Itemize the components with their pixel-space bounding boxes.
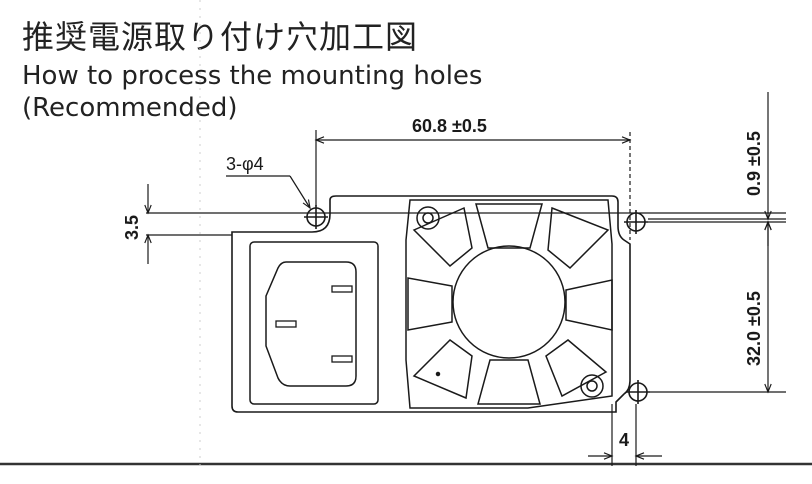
fan-guard: [405, 199, 613, 409]
dim-width-label: 60.8 ±0.5: [412, 116, 487, 136]
hole-callout-arrow: [289, 175, 311, 210]
psu-outline: [231, 195, 631, 413]
title-english: How to process the mounting holes (Recom…: [22, 60, 482, 124]
dim-edge-label: 4: [619, 430, 629, 450]
dim-spacing-label: 32.0 ±0.5: [744, 291, 764, 366]
dim-left-label: 3.5: [122, 215, 142, 240]
mounting-holes: [304, 205, 650, 404]
hole-callout-label: 3-φ4: [226, 154, 264, 174]
extension-lines: [146, 130, 786, 466]
dim-top-label: 0.9 ±0.5: [744, 131, 764, 196]
title-english-line2: (Recommended): [22, 93, 238, 123]
title-english-line1: How to process the mounting holes: [22, 61, 483, 91]
ac-inlet: [249, 241, 379, 405]
title-japanese: 推奨電源取り付け穴加工図: [22, 18, 419, 56]
